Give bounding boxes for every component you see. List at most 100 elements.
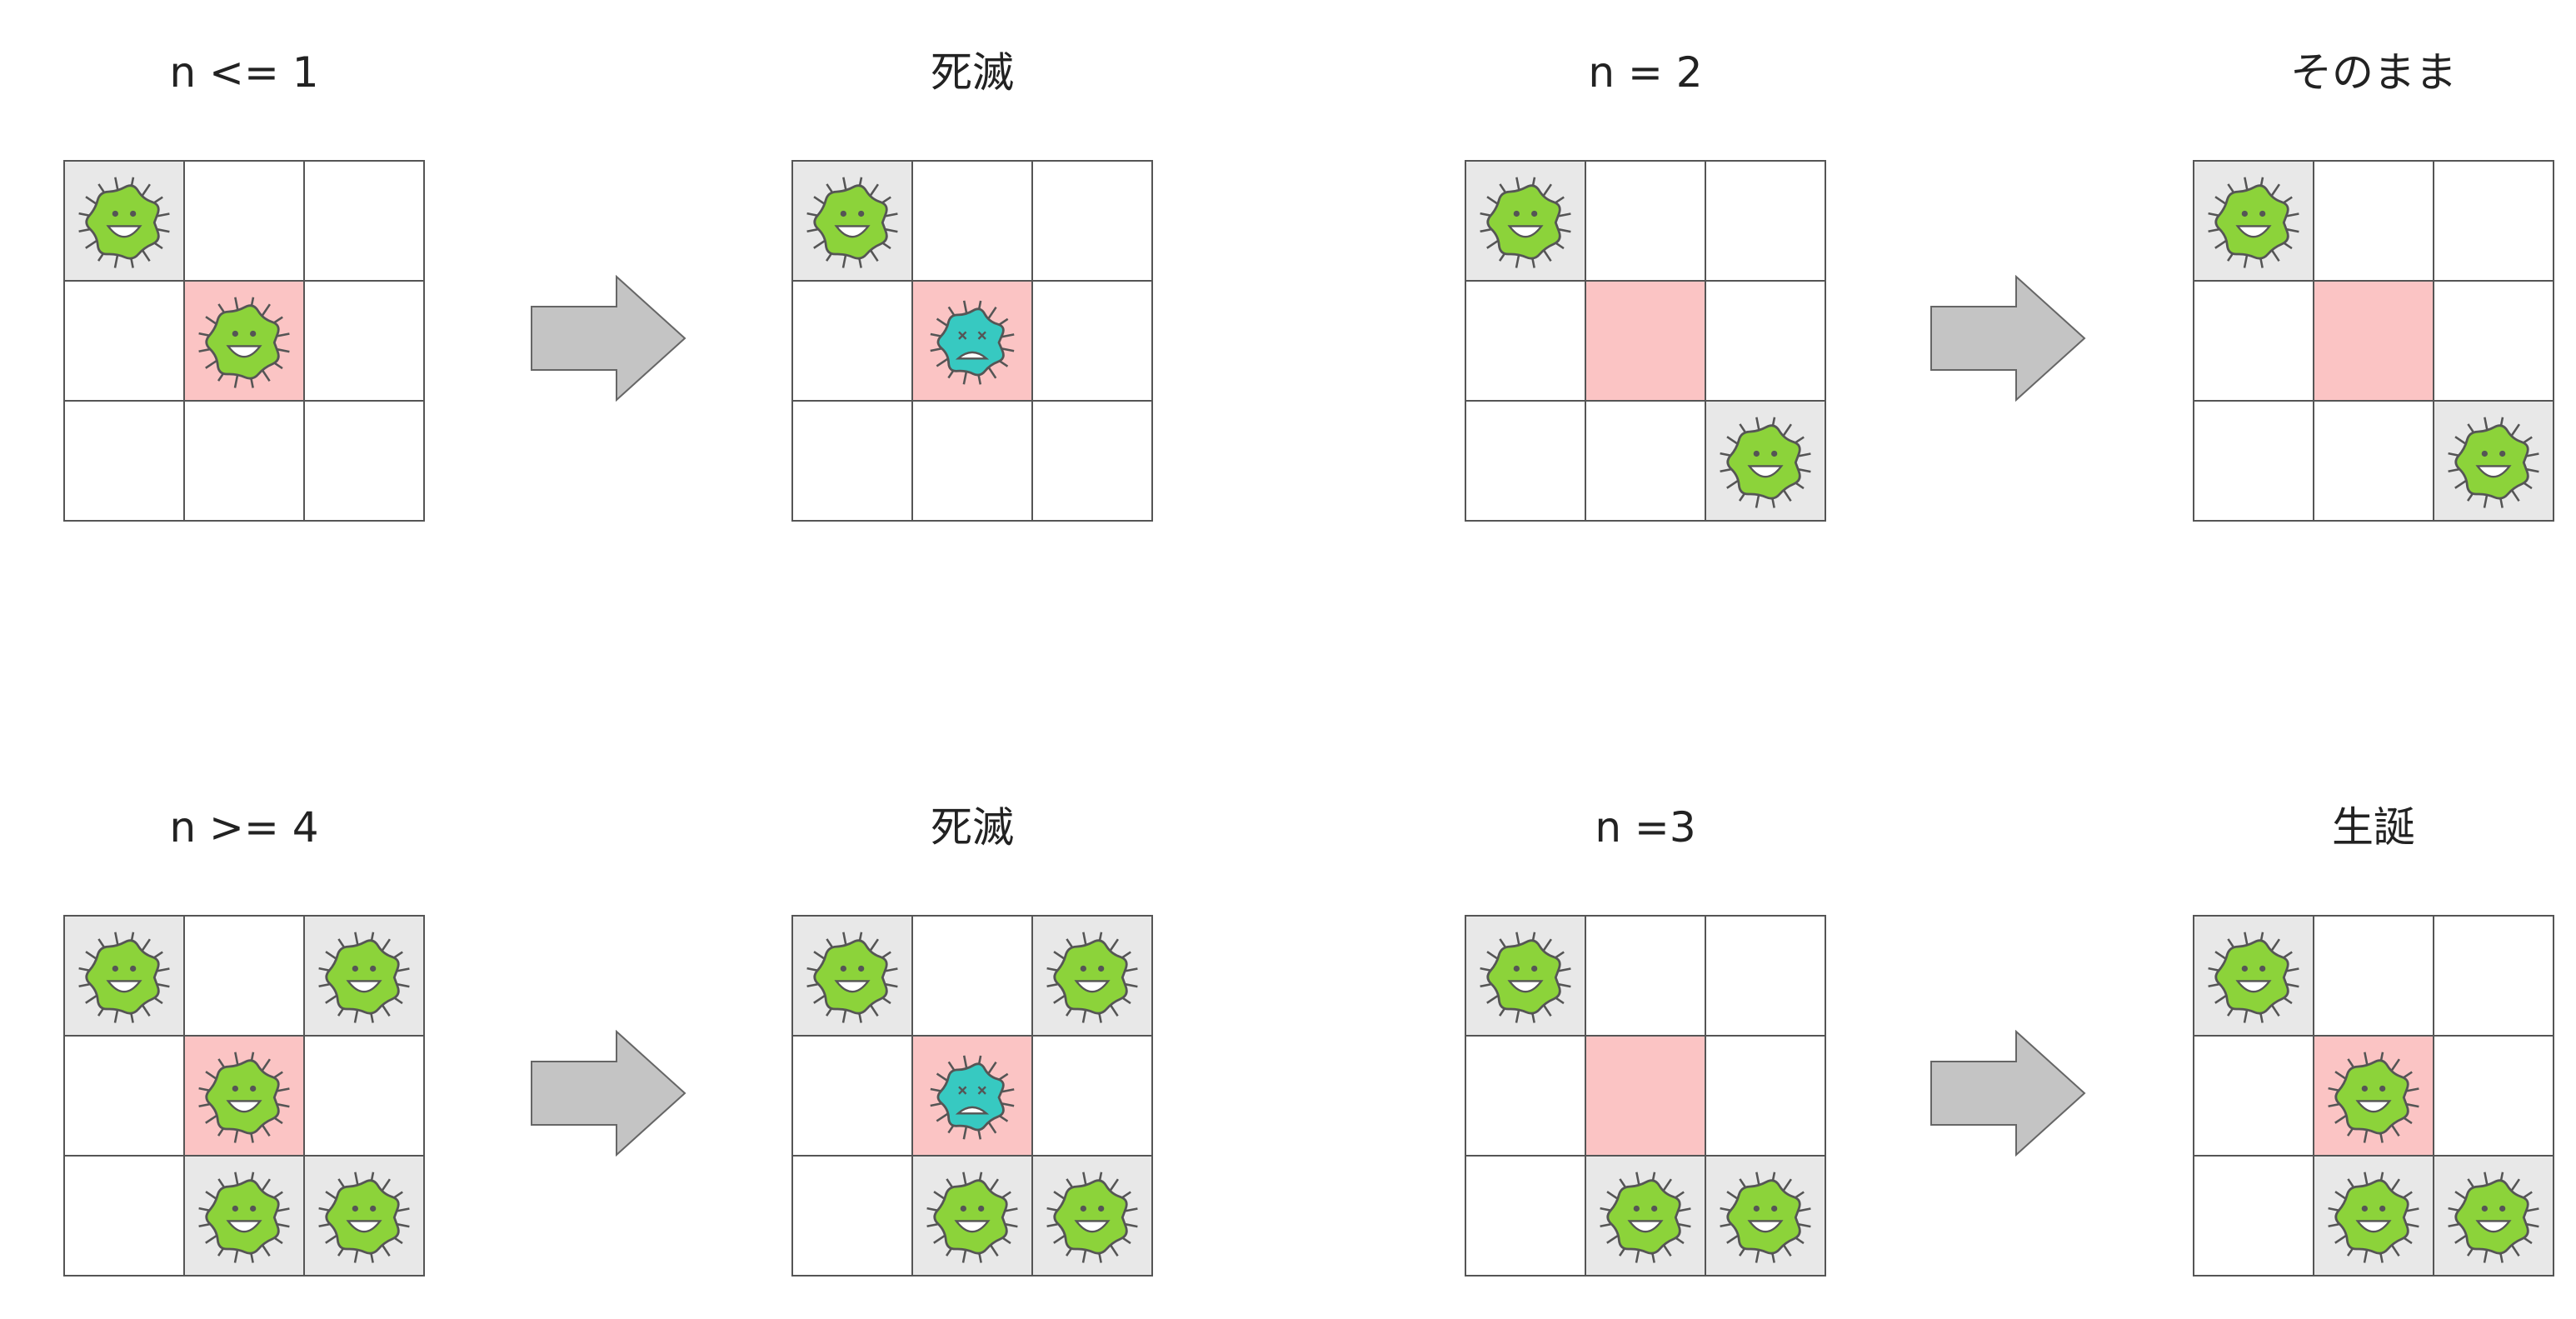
neighborhood-grid: [1465, 160, 1826, 522]
empty-cell: [2314, 161, 2434, 281]
germ-alive-icon: [2440, 407, 2547, 514]
neighbor-cell: [1032, 916, 1152, 1036]
neighborhood-grid: [63, 915, 425, 1277]
neighborhood-grid: [791, 160, 1153, 522]
empty-cell: [64, 281, 184, 401]
empty-cell: [2194, 281, 2314, 401]
panel-label: n =3: [1595, 803, 1696, 852]
neighborhood-grid: [2193, 160, 2554, 522]
center-cell: [2314, 281, 2434, 401]
neighbor-cell: [1465, 916, 1585, 1036]
center-cell: [912, 1036, 1032, 1156]
germ-alive-icon: [71, 167, 177, 274]
empty-cell: [912, 401, 1032, 521]
panel-label: n = 2: [1588, 48, 1703, 97]
empty-cell: [64, 1156, 184, 1276]
right-arrow-icon: [1930, 1029, 2086, 1157]
neighbor-cell: [2194, 161, 2314, 281]
germ-alive-icon: [71, 922, 177, 1029]
empty-cell: [2194, 1156, 2314, 1276]
empty-cell: [1705, 281, 1825, 401]
empty-cell: [1705, 916, 1825, 1036]
empty-cell: [304, 161, 424, 281]
neighborhood-grid: [63, 160, 425, 522]
neighbor-cell: [792, 161, 912, 281]
empty-cell: [1465, 281, 1585, 401]
center-cell: [1585, 1036, 1705, 1156]
empty-cell: [1032, 161, 1152, 281]
neighbor-cell: [2434, 401, 2554, 521]
empty-cell: [1465, 1156, 1585, 1276]
empty-cell: [2434, 1036, 2554, 1156]
germ-alive-icon: [311, 1162, 417, 1269]
empty-cell: [304, 1036, 424, 1156]
germ-alive-icon: [2440, 1162, 2547, 1269]
empty-cell: [2434, 916, 2554, 1036]
right-arrow-icon: [530, 1029, 686, 1157]
neighbor-cell: [912, 1156, 1032, 1276]
empty-cell: [304, 401, 424, 521]
germ-alive-icon: [1472, 922, 1579, 1029]
empty-cell: [1585, 916, 1705, 1036]
empty-cell: [1585, 401, 1705, 521]
empty-cell: [184, 401, 304, 521]
neighbor-cell: [2314, 1156, 2434, 1276]
germ-alive-icon: [2200, 167, 2307, 274]
empty-cell: [1032, 401, 1152, 521]
neighbor-cell: [2194, 916, 2314, 1036]
empty-cell: [912, 161, 1032, 281]
empty-cell: [2314, 916, 2434, 1036]
germ-alive-icon: [1472, 167, 1579, 274]
right-arrow-icon: [530, 274, 686, 402]
empty-cell: [1032, 1036, 1152, 1156]
center-cell: [1585, 281, 1705, 401]
germ-alive-icon: [1712, 407, 1819, 514]
empty-cell: [2434, 161, 2554, 281]
germ-dead-icon: [919, 1042, 1026, 1149]
center-cell: [184, 281, 304, 401]
neighborhood-grid: [791, 915, 1153, 1277]
empty-cell: [2194, 401, 2314, 521]
germ-alive-icon: [311, 922, 417, 1029]
empty-cell: [2434, 281, 2554, 401]
center-cell: [2314, 1036, 2434, 1156]
germ-alive-icon: [1712, 1162, 1819, 1269]
neighborhood-grid: [2193, 915, 2554, 1277]
germ-alive-icon: [1039, 922, 1146, 1029]
germ-alive-icon: [2320, 1042, 2427, 1149]
center-cell: [912, 281, 1032, 401]
neighbor-cell: [1585, 1156, 1705, 1276]
neighbor-cell: [64, 161, 184, 281]
empty-cell: [64, 1036, 184, 1156]
empty-cell: [184, 161, 304, 281]
empty-cell: [184, 916, 304, 1036]
right-arrow-icon: [1930, 274, 2086, 402]
neighbor-cell: [64, 916, 184, 1036]
germ-alive-icon: [1039, 1162, 1146, 1269]
empty-cell: [2314, 401, 2434, 521]
germ-alive-icon: [191, 287, 297, 394]
panel-label: 死滅: [931, 48, 1014, 97]
neighbor-cell: [304, 916, 424, 1036]
empty-cell: [1705, 1036, 1825, 1156]
neighbor-cell: [1705, 1156, 1825, 1276]
empty-cell: [792, 1156, 912, 1276]
empty-cell: [1032, 281, 1152, 401]
germ-alive-icon: [799, 167, 906, 274]
germ-dead-icon: [919, 287, 1026, 394]
panel-label: n <= 1: [169, 48, 319, 97]
empty-cell: [912, 916, 1032, 1036]
neighbor-cell: [1705, 401, 1825, 521]
neighbor-cell: [1465, 161, 1585, 281]
neighbor-cell: [792, 916, 912, 1036]
germ-alive-icon: [2320, 1162, 2427, 1269]
empty-cell: [792, 1036, 912, 1156]
germ-alive-icon: [1592, 1162, 1699, 1269]
empty-cell: [1705, 161, 1825, 281]
germ-alive-icon: [191, 1042, 297, 1149]
empty-cell: [2194, 1036, 2314, 1156]
germ-alive-icon: [799, 922, 906, 1029]
neighbor-cell: [1032, 1156, 1152, 1276]
empty-cell: [1465, 1036, 1585, 1156]
neighborhood-grid: [1465, 915, 1826, 1277]
